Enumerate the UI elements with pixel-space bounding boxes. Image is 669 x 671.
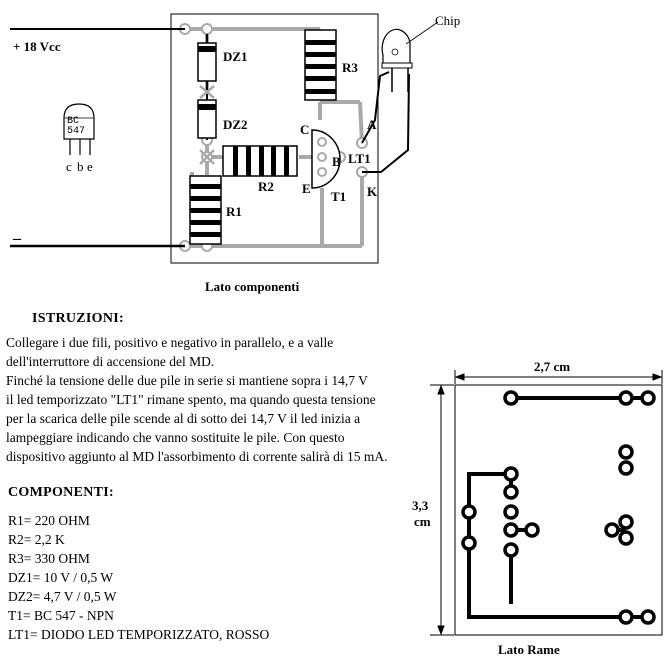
instruction-line: per la scarica delle pile scende al di s… — [6, 411, 361, 426]
instruction-line: Collegare i due fili, positivo e negativ… — [6, 335, 334, 350]
label-width: 2,7 cm — [534, 359, 570, 374]
label-height-1: 3,3 — [412, 498, 429, 513]
component-side-caption: Lato componenti — [205, 279, 300, 294]
legend-pin-c: c — [66, 159, 72, 174]
copper-board-outline — [454, 384, 663, 636]
led-lt1 — [381, 21, 439, 92]
legend-pin-e: e — [87, 159, 93, 174]
dimension-width — [454, 370, 663, 384]
components-list: R1= 220 OHM R2= 2,2 K R3= 330 OHM DZ1= 1… — [8, 511, 269, 644]
label-supply-negative: – — [12, 230, 22, 247]
legend-line1: BC — [67, 116, 79, 127]
instruction-line: Finché la tensione delle due pile in ser… — [6, 373, 368, 388]
component-item: R3= 330 OHM — [8, 551, 90, 566]
components-heading: COMPONENTI: — [8, 485, 114, 500]
copper-side-caption: Lato Rame — [498, 642, 560, 657]
instruction-line: il led temporizzato "LT1" rimane spento,… — [6, 392, 376, 407]
label-chip: Chip — [435, 13, 460, 28]
component-item: DZ2= 4,7 V / 0,5 W — [8, 589, 117, 604]
label-r2: R2 — [258, 179, 274, 194]
component-side-board: + 18 Vcc – DZ1 DZ2 R3 R2 R1 T1 C B E A L… — [10, 13, 460, 264]
legend-pin-b: b — [77, 159, 84, 174]
component-item: T1= BC 547 - NPN — [8, 608, 114, 623]
label-t1: T1 — [331, 189, 346, 204]
instruction-line: dell'interruttore di accensione del MD. — [6, 354, 215, 369]
bc547-legend — [63, 103, 95, 155]
dz2-diode — [197, 92, 217, 140]
instruction-line: lampeggiare indicando che vanno sostitui… — [6, 430, 345, 445]
legend-line2: 547 — [67, 126, 85, 137]
r2-resistor — [222, 145, 298, 177]
component-item: R1= 220 OHM — [8, 513, 90, 528]
label-pin-e: E — [302, 181, 311, 196]
label-dz1: DZ1 — [223, 49, 248, 64]
component-item: LT1= DIODO LED TEMPORIZZATO, ROSSO — [8, 627, 270, 642]
r1-resistor — [189, 175, 222, 245]
component-item: R2= 2,2 K — [8, 532, 65, 547]
label-dz2: DZ2 — [223, 117, 248, 132]
dz1-diode — [197, 34, 217, 92]
label-pin-b: B — [332, 154, 341, 169]
label-lt1: LT1 — [348, 151, 371, 166]
instructions-body: Collegare i due fili, positivo e negativ… — [6, 333, 388, 466]
label-r1: R1 — [226, 204, 242, 219]
copper-pads — [461, 390, 656, 625]
label-height-2: cm — [414, 514, 431, 529]
r3-resistor — [304, 29, 337, 101]
component-item: DZ1= 10 V / 0,5 W — [8, 570, 114, 585]
label-r3: R3 — [342, 60, 358, 75]
instructions-heading: ISTRUZIONI: — [32, 311, 124, 326]
led-wires — [361, 71, 410, 173]
label-pin-a: A — [367, 117, 377, 132]
label-pin-c: C — [300, 122, 309, 137]
label-supply-positive: + 18 Vcc — [13, 39, 61, 54]
copper-side-board: 2,7 cm 3,3 cm — [412, 359, 663, 636]
diode-links — [199, 85, 215, 165]
label-pin-k: K — [367, 184, 378, 199]
instruction-line: dispositivo aggiunto al MD l'assorbiment… — [6, 449, 388, 464]
dimension-height — [430, 384, 454, 636]
